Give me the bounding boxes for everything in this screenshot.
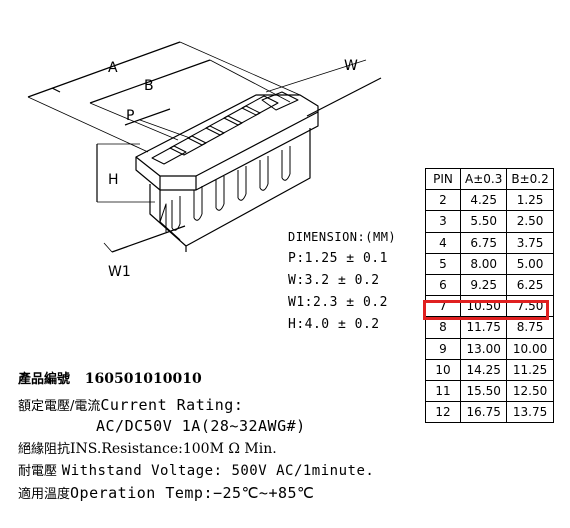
rating-cjk: 額定電壓/電流: [18, 399, 101, 414]
a-cell: 16.75: [459, 401, 508, 424]
b-cell: 2.50: [506, 210, 554, 233]
withstand-line: 耐電壓 Withstand Voltage: 500V AC/1minute.: [18, 460, 374, 479]
pin-cell: 6: [425, 273, 461, 297]
insulation-line: 絕緣阻抗INS.Resistance:100M Ω Min.: [18, 438, 277, 457]
a-cell: 15.50: [459, 379, 508, 403]
pin-cell: 10: [425, 358, 461, 381]
b-cell: 5.00: [506, 252, 554, 275]
part-number: 160501010010: [84, 371, 202, 387]
pin-cell: 9: [425, 337, 461, 360]
label-p: P: [126, 108, 135, 124]
temp-line: 適用溫度Operation Temp:−25℃~+85℃: [18, 483, 314, 502]
a-cell: 13.00: [459, 337, 508, 360]
b-cell: 13.75: [506, 401, 554, 424]
rating-en: Current Rating:: [100, 396, 244, 414]
label-w: W: [344, 58, 358, 74]
pin-cell: 2: [425, 189, 461, 212]
a-cell: 14.25: [459, 358, 508, 381]
b-cell: 1.25: [506, 189, 554, 212]
pin-cell: 5: [425, 252, 461, 275]
insulation-en: INS.Resistance:100M Ω Min.: [70, 441, 277, 457]
dimension-p: P:1.25 ± 0.1: [288, 251, 388, 266]
dimension-h: H:4.0 ± 0.2: [288, 317, 380, 332]
label-a: A: [108, 60, 118, 76]
pin-cell: 4: [425, 231, 461, 254]
b-cell: 3.75: [506, 231, 554, 254]
dimension-w: W:3.2 ± 0.2: [288, 273, 380, 288]
part-label: 產品編號: [18, 372, 71, 387]
a-cell: 6.75: [459, 231, 508, 254]
temp-en: Operation Temp:−25℃~+85℃: [70, 484, 315, 502]
pin-cell: 11: [425, 379, 461, 403]
a-cell: 5.50: [459, 210, 508, 233]
dimension-w1: W1:2.3 ± 0.2: [288, 295, 388, 310]
table-header-row: PIN A±0.3 B±0.2: [425, 167, 554, 191]
rating-line: 額定電壓/電流Current Rating:: [18, 395, 243, 414]
header-pin: PIN: [425, 167, 461, 191]
highlight-box-pin-7: [423, 300, 549, 320]
header-b: B±0.2: [506, 167, 554, 191]
a-cell: 9.25: [459, 273, 508, 297]
temp-cjk: 適用溫度: [18, 487, 71, 502]
label-b: B: [144, 78, 154, 94]
b-cell: 10.00: [506, 337, 554, 360]
pin-cell: 3: [425, 210, 461, 233]
a-cell: 4.25: [459, 189, 508, 212]
withstand-en: Withstand Voltage: 500V AC/1minute.: [61, 463, 375, 479]
rating-value: AC/DC50V 1A(28~32AWG#): [96, 417, 306, 435]
b-cell: 11.25: [506, 358, 554, 381]
label-h: H: [108, 172, 119, 188]
part-number-line: 產品編號 160501010010: [18, 368, 202, 387]
dimension-title: DIMENSION:(MM): [288, 230, 397, 244]
rating-value-line: AC/DC50V 1A(28~32AWG#): [96, 417, 306, 435]
b-cell: 8.75: [506, 316, 554, 339]
label-w1: W1: [108, 264, 131, 280]
b-cell: 12.50: [506, 379, 554, 403]
insulation-cjk: 絕緣阻抗: [18, 442, 71, 457]
withstand-cjk: 耐電壓: [18, 464, 58, 479]
header-a: A±0.3: [459, 167, 508, 191]
a-cell: 11.75: [459, 316, 508, 339]
pin-cell: 12: [425, 401, 461, 424]
b-cell: 6.25: [506, 273, 554, 297]
a-cell: 8.00: [459, 252, 508, 275]
